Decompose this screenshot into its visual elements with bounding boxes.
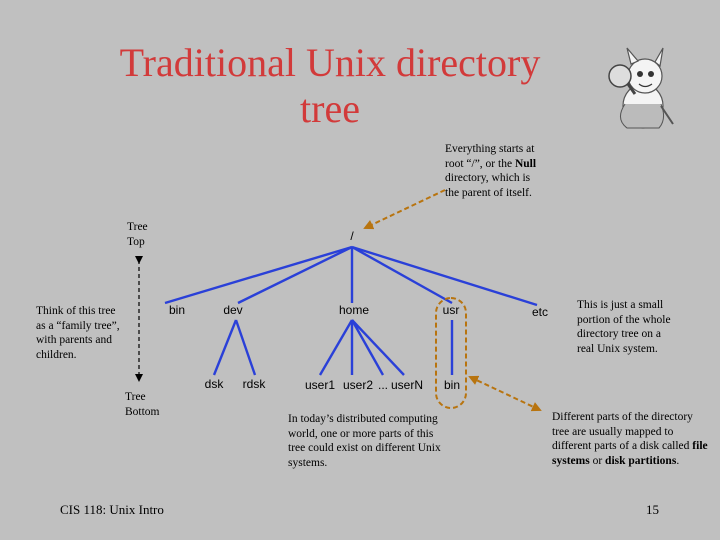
file-systems-bold-1: file systems xyxy=(552,440,708,467)
unix-mascot-image xyxy=(608,47,674,129)
tree-top-label: Tree Top xyxy=(127,221,148,248)
tree-bottom-label: Tree Bottom xyxy=(125,391,160,418)
slide-title: Traditional Unix directory tree xyxy=(80,40,580,132)
node-rdsk: rdsk xyxy=(243,377,267,391)
root-note: Everything starts at root “/”, or the Nu… xyxy=(445,142,540,200)
node-etc: etc xyxy=(532,305,548,319)
page-number: 15 xyxy=(646,502,659,517)
file-systems-mid: or xyxy=(589,454,606,467)
node-dsk: dsk xyxy=(205,377,225,391)
usr-highlight-outline xyxy=(435,297,467,409)
distributed-note: In today’s distributed computing world, … xyxy=(288,413,441,469)
root-note-bold: Null xyxy=(514,157,537,170)
footer-course-label: CIS 118: Unix Intro xyxy=(60,502,164,517)
node-user1: user1 xyxy=(305,378,335,392)
usr-to-filesystems-arrow xyxy=(468,375,542,412)
node-ellipsis: ... xyxy=(378,378,388,392)
file-systems-bold-2: disk partitions xyxy=(605,454,677,467)
small-portion-note: This is just a small portion of the whol… xyxy=(577,299,671,355)
file-systems-note: Different parts of the directory tree ar… xyxy=(552,410,712,468)
node-userN: userN xyxy=(391,378,423,392)
file-systems-post: . xyxy=(676,454,680,467)
family-tree-note: Think of this tree as a “family tree”, w… xyxy=(36,305,120,361)
root-note-pre: Everything starts at root “/”, or the xyxy=(445,143,535,170)
node-usr-bin: bin xyxy=(444,378,460,392)
title-line-2: tree xyxy=(300,86,360,131)
tree-branches xyxy=(164,245,538,376)
node-user2: user2 xyxy=(343,378,373,392)
node-dev: dev xyxy=(223,303,242,317)
root-note-post: directory, which is the parent of itself… xyxy=(445,172,532,199)
root-note-arrow xyxy=(363,189,446,230)
title-line-1: Traditional Unix directory xyxy=(119,40,541,85)
file-systems-pre: Different parts of the directory tree ar… xyxy=(552,411,693,452)
node-home: home xyxy=(339,303,369,317)
node-bin: bin xyxy=(169,303,185,317)
node-usr: usr xyxy=(443,303,460,317)
node-root: / xyxy=(350,229,354,243)
